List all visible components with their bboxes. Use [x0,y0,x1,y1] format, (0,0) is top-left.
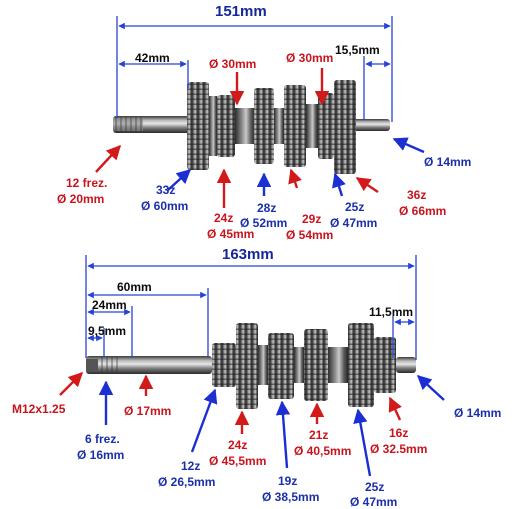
gear-25z [348,323,374,407]
bottom-gear-16z-dia: Ø 32.5mm [370,442,428,456]
gear-24z [217,95,235,157]
bottom-gear-25z-dia: Ø 47mm [350,495,398,509]
top-dim-42: 42mm [135,51,170,65]
bottom-gear-16z-teeth: 16z [389,426,409,440]
gear-29z [284,85,306,167]
top-gear-29z-teeth: 29z [302,212,322,226]
top-gear-29z-dia: Ø 54mm [286,228,334,242]
top-end-dia: Ø 14mm [424,155,472,169]
gear-25z [318,93,334,159]
bottom-overall-length: 163mm [222,246,274,263]
top-dim-15-5: 15,5mm [335,43,380,57]
top-dimension-lines [116,16,393,122]
bottom-gear-21z-teeth: 21z [309,428,329,442]
top-bearing-a-dia: Ø 30mm [209,57,257,71]
gear-33z [187,82,209,170]
bottom-dimension-lines [85,255,417,360]
bottom-thread: M12x1.25 [12,402,66,416]
top-gear-33z-dia: Ø 60mm [141,199,189,213]
gear-28z [254,88,274,164]
gear-21z [304,329,328,401]
bottom-pointer-arrows [59,371,445,477]
bottom-shaft [86,323,416,409]
bottom-gear-24z-dia: Ø 45,5mm [209,454,267,468]
bottom-gear-21z-dia: Ø 40,5mm [294,444,352,458]
gear-16z [374,337,396,393]
bottom-spline-count: 6 frez. [85,432,120,446]
top-overall-length: 151mm [215,3,267,20]
bottom-gear-25z-teeth: 25z [365,480,385,494]
top-shaft [113,80,390,174]
bottom-dim-9-5: 9,5mm [88,324,127,338]
bottom-dim-60: 60mm [117,280,152,294]
top-gear-25z-dia: Ø 47mm [330,216,378,230]
top-gear-25z-teeth: 25z [345,200,365,214]
top-gear-36z-dia: Ø 66mm [399,204,447,218]
top-gear-24z-dia: Ø 45mm [207,227,255,241]
gear-12z [212,343,236,387]
top-gear-33z-teeth: 33z [156,183,176,197]
top-gear-36z-teeth: 36z [407,188,427,202]
bottom-dim-24: 24mm [92,298,127,312]
top-gear-24z-teeth: 24z [214,211,234,225]
top-spline-dia: Ø 20mm [57,192,105,206]
top-bearing-b-dia: Ø 30mm [286,51,334,65]
bottom-gear-12z-dia: Ø 26,5mm [158,475,216,489]
bottom-gear-19z-teeth: 19z [278,474,298,488]
gear-19z [268,333,294,399]
bottom-dim-11-5: 11,5mm [369,305,414,319]
top-spline-count: 12 frez. [66,176,108,190]
gear-36z [334,80,356,174]
top-gear-28z-teeth: 28z [257,201,277,215]
top-gear-28z-dia: Ø 52mm [240,216,288,230]
bottom-shaft-dia: Ø 17mm [124,404,172,418]
bottom-gear-19z-dia: Ø 38,5mm [262,490,320,504]
bottom-end-dia: Ø 14mm [454,406,502,420]
bottom-gear-24z-teeth: 24z [228,438,248,452]
top-pointer-arrows [95,68,425,208]
gear-24z [236,323,258,409]
bottom-spline-dia: Ø 16mm [77,448,125,462]
bottom-gear-12z-teeth: 12z [181,459,201,473]
